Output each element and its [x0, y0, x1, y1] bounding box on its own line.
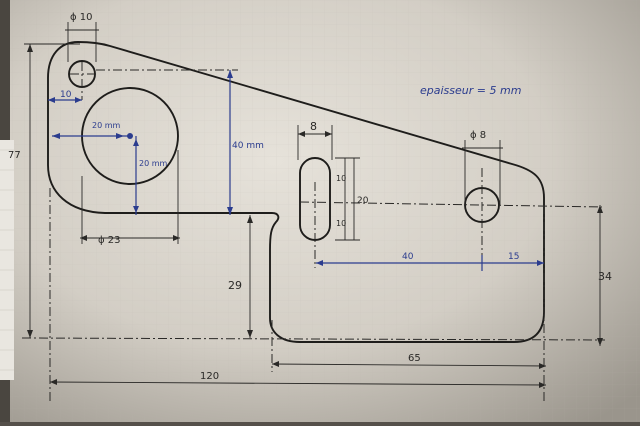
label-slot-half-bottom: 10: [336, 219, 346, 228]
big-hole-center-mark: [127, 133, 133, 139]
label-d-small-hole: ϕ 10: [70, 12, 93, 23]
label-overall-length: 120: [200, 371, 219, 382]
label-overall-height: 77: [8, 150, 21, 161]
paper-edge-strip: [0, 140, 14, 380]
part-outline: [47, 41, 545, 343]
label-d-right-hole: ϕ 8: [470, 130, 486, 141]
label-big-hole-h: 20 mm: [92, 121, 121, 130]
label-slot-half-top: 10: [336, 174, 346, 183]
label-dist-15: 15: [508, 252, 519, 262]
label-slot-width: 8: [310, 120, 317, 133]
label-right-height: 34: [598, 270, 612, 283]
label-bottom-length: 65: [408, 353, 421, 364]
dim-line-overall-length: [49, 381, 547, 386]
label-d-big-hole: ϕ 23: [98, 235, 121, 246]
label-offset-small-hole: 10: [60, 90, 72, 100]
thickness-note: epaisseur = 5 mm: [420, 84, 521, 97]
base-axis-line: [21, 337, 606, 341]
label-height-40: 40 mm: [232, 141, 264, 151]
label-dist-40: 40: [402, 252, 414, 262]
label-big-hole-v: 20 mm: [139, 159, 168, 168]
dim-line-bottom-length: [271, 363, 547, 367]
label-step-height: 29: [228, 279, 242, 292]
hole-axis-line: [299, 201, 603, 208]
label-slot-length: 20: [357, 196, 369, 206]
